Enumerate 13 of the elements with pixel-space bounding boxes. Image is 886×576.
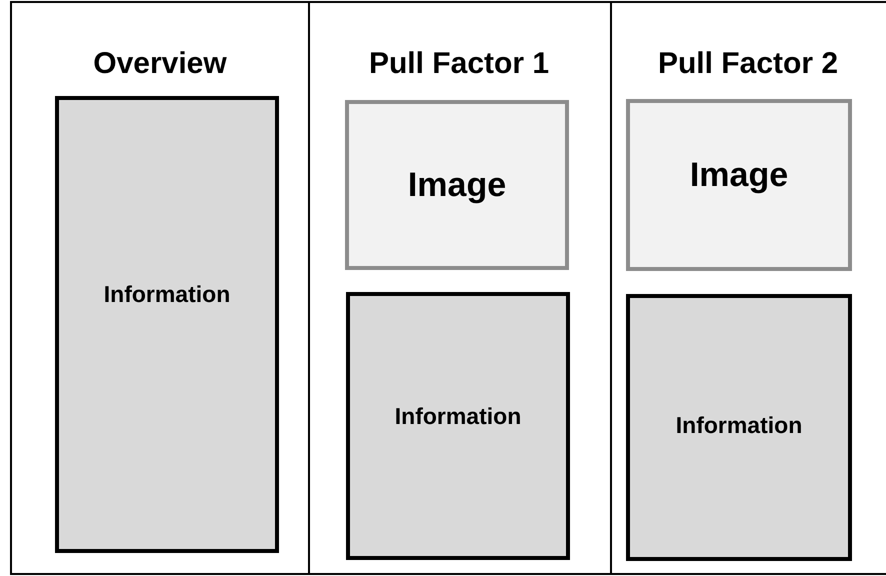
box-label: Information (676, 412, 802, 439)
box-label: Information (394, 402, 522, 430)
box-label: Information (104, 281, 230, 308)
box-label: Image (690, 156, 788, 194)
panel-heading: Pull Factor 1 (368, 47, 550, 81)
image-panel (626, 99, 852, 271)
panel-heading: Pull Factor 2 (656, 47, 840, 81)
information-box (626, 294, 852, 561)
information-box (55, 96, 279, 553)
information-box (346, 292, 570, 560)
panel-heading: Overview (92, 47, 228, 81)
image-panel (345, 100, 569, 270)
box-label: Image (408, 166, 506, 204)
